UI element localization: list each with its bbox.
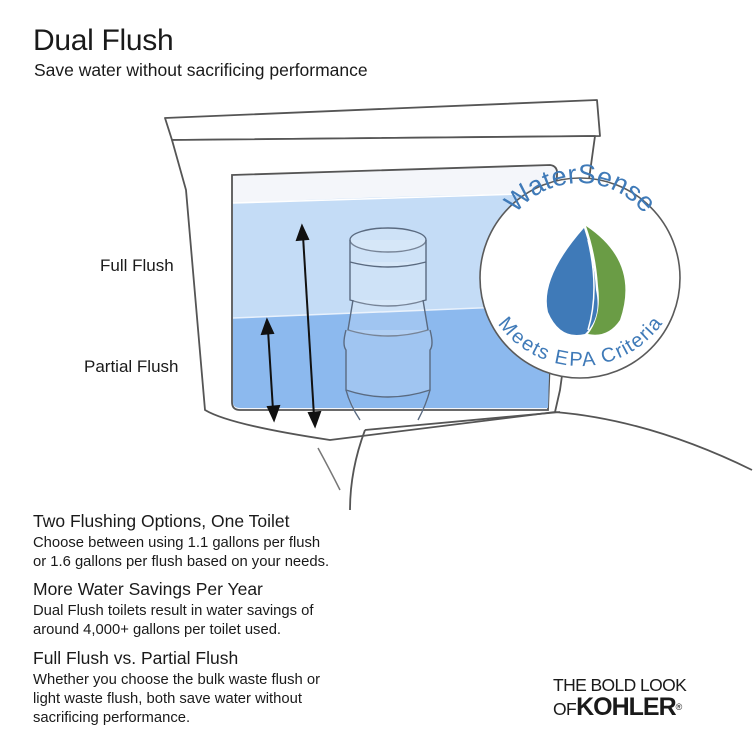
section-text-line: light waste flush, both save water witho… [33, 691, 302, 707]
brand-tagline: THE BOLD LOOK [553, 675, 687, 695]
feature-section: Two Flushing Options, One Toilet Choose … [33, 511, 433, 572]
section-text-line: around 4,000+ gallons per toilet used. [33, 622, 282, 638]
section-text-line: Dual Flush toilets result in water savin… [33, 603, 314, 619]
full-flush-arrow [295, 223, 322, 429]
section-heading: Two Flushing Options, One Toilet [33, 511, 290, 531]
section-text-line: sacrificing performance. [33, 710, 191, 726]
bowl-neck [317, 447, 341, 491]
section-text-line: Whether you choose the bulk waste flush … [33, 672, 321, 688]
page-title: Dual Flush [33, 24, 174, 57]
tank-lid [164, 99, 601, 141]
section-heading: Full Flush vs. Partial Flush [33, 648, 239, 668]
flush-valve [343, 227, 433, 421]
registered-mark: ® [675, 702, 683, 712]
partial-flush-label: Partial Flush [84, 357, 179, 376]
feature-section: More Water Savings Per Year Dual Flush t… [33, 579, 433, 640]
section-text-line: or 1.6 gallons per flush based on your n… [33, 554, 330, 570]
section-heading: More Water Savings Per Year [33, 579, 263, 599]
bowl-base [349, 429, 366, 510]
partial-flush-arrow [260, 317, 281, 423]
section-text-line: Choose between using 1.1 gallons per flu… [33, 535, 321, 551]
brand-of: OF [553, 699, 577, 719]
brand-name: KOHLER [576, 693, 677, 721]
feature-section: Full Flush vs. Partial Flush Whether you… [33, 648, 433, 728]
brand-line: OFKOHLER® [553, 694, 723, 724]
full-flush-label: Full Flush [100, 256, 174, 275]
watersense-badge: WaterSense Meets EPA Criteria [479, 159, 681, 379]
toilet-tank-illustration: WaterSense Meets EPA Criteria [164, 99, 753, 510]
bowl-outline [554, 411, 753, 471]
kohler-logo: THE BOLD LOOK OFKOHLER® [553, 675, 723, 724]
page-subtitle: Save water without sacrificing performan… [34, 60, 368, 80]
leaf-drop-icon [546, 226, 626, 336]
bowl-rim [364, 411, 561, 431]
